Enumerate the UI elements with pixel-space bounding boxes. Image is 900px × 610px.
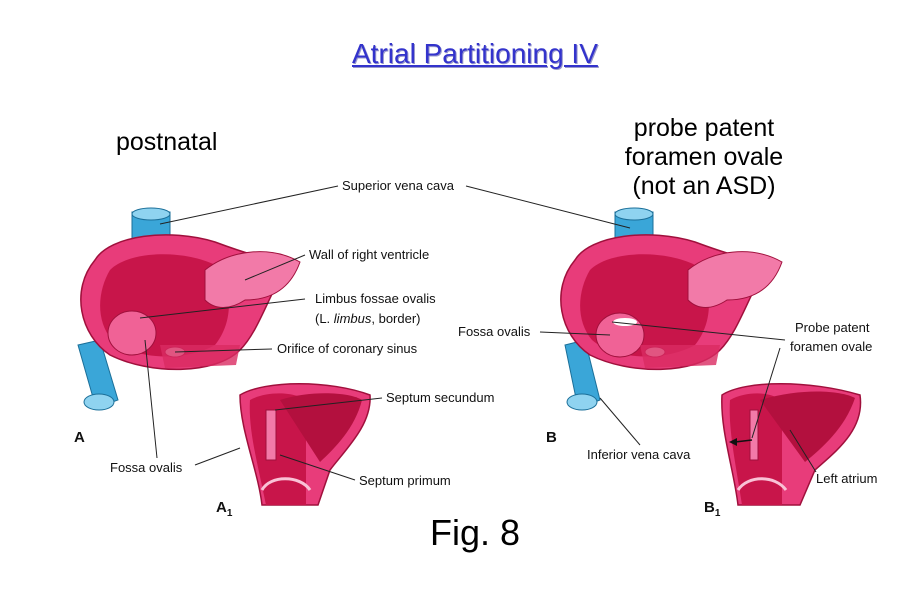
panel-label-a1: A1: [216, 499, 233, 519]
slide-title: Atrial Partitioning IV: [352, 38, 598, 69]
heading-probe-line1: probe patent: [633, 114, 775, 142]
leader-lines: [139, 185, 817, 481]
label-fossa-ovalis-a: Fossa ovalis: [110, 460, 183, 475]
heart-b-illustration: [560, 207, 783, 411]
panel-label-b1: B1: [704, 499, 721, 519]
heading-postnatal: postnatal: [116, 128, 218, 156]
label-limbus-line2: (L. limbus, border): [315, 311, 421, 326]
panel-label-a: A: [74, 429, 85, 446]
heading-probe-patent: probe patent foramen ovale (not an ASD): [604, 114, 804, 201]
label-superior-vena-cava: Superior vena cava: [342, 178, 455, 193]
section-b1-illustration: [721, 383, 862, 506]
label-wall-right-ventricle: Wall of right ventricle: [309, 247, 429, 262]
heading-probe-line2: foramen ovale: [624, 143, 784, 171]
label-probe-line1: Probe patent: [795, 320, 870, 335]
label-limbus-line2-post: , border): [371, 311, 420, 326]
panel-label-b1-sub: 1: [715, 508, 721, 519]
label-orifice-coronary-sinus: Orifice of coronary sinus: [277, 341, 418, 356]
panel-label-b1-main: B: [704, 499, 715, 516]
panel-label-a1-sub: 1: [227, 508, 233, 519]
label-probe-line2: foramen ovale: [790, 339, 872, 354]
label-limbus-line2-pre: (L.: [315, 311, 334, 326]
label-limbus-line2-italic: limbus: [334, 311, 372, 326]
panel-label-b: B: [546, 429, 557, 446]
panel-label-a1-main: A: [216, 499, 227, 516]
heading-probe-line3: (not an ASD): [632, 172, 776, 200]
heart-a-illustration: [77, 207, 301, 411]
figure-caption: Fig. 8: [430, 512, 521, 553]
label-fossa-ovalis-b: Fossa ovalis: [458, 324, 531, 339]
label-septum-secundum: Septum secundum: [386, 390, 494, 405]
label-left-atrium: Left atrium: [816, 471, 877, 486]
label-limbus-line1: Limbus fossae ovalis: [315, 291, 436, 306]
section-a1-illustration: [239, 383, 371, 506]
label-septum-primum: Septum primum: [359, 473, 451, 488]
label-inferior-vena-cava: Inferior vena cava: [587, 447, 691, 462]
